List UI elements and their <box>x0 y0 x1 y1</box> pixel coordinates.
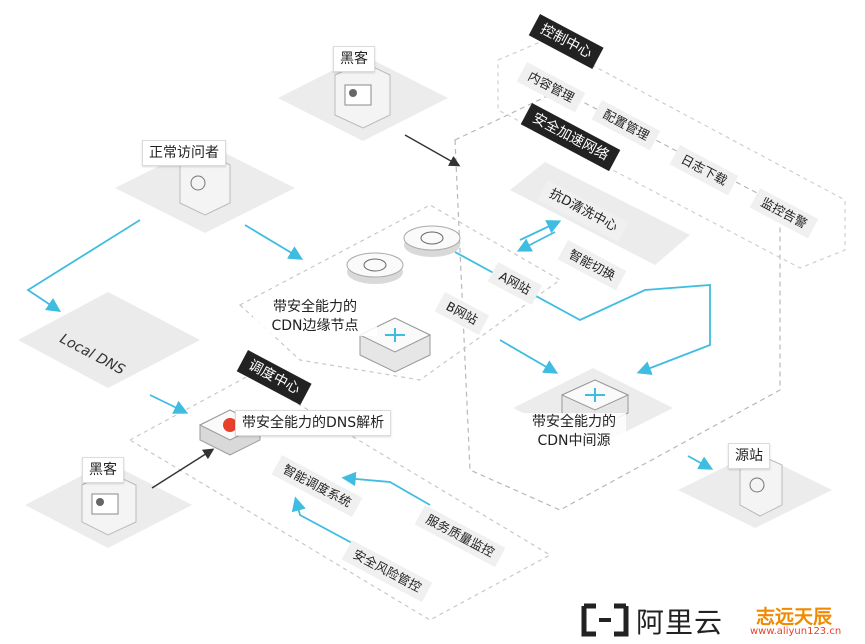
local-dns-platform <box>18 292 200 388</box>
quality-monitor-arrow <box>341 471 431 506</box>
aliyun-logo-icon <box>581 603 629 637</box>
hacker-bottom-label: 黑客 <box>82 457 124 483</box>
hacker-top-attack-arrow <box>404 134 461 167</box>
origin-label: 源站 <box>728 443 770 469</box>
edge-to-mid-origin-arrow <box>499 339 559 374</box>
visitor-to-edge-arrow <box>244 224 304 260</box>
anti-d-switch-arrow-2 <box>519 220 562 241</box>
branding-area: 阿里云 志远天辰 www.aliyun123.cn <box>580 600 860 640</box>
flow-arrows <box>26 219 714 559</box>
partner-name: 志远天辰 <box>756 606 833 628</box>
edge-node-server-icon <box>358 317 432 373</box>
secure-network-region <box>454 89 781 511</box>
dispatch-region <box>128 374 552 621</box>
normal-visitor-label: 正常访问者 <box>142 140 226 166</box>
site-a-disk-icon <box>403 225 461 257</box>
site-a-to-anti-d-arrow <box>454 251 711 375</box>
aliyun-wordmark: 阿里云 <box>636 606 724 639</box>
hacker-bottom-attack-arrow <box>151 448 215 489</box>
anti-d-switch-arrow <box>516 231 556 252</box>
hacker-top-building-icon <box>334 61 391 129</box>
edge-node-label-line1: 带安全能力的 <box>273 299 357 315</box>
hacker-top-label: 黑客 <box>333 46 375 72</box>
mid-origin-label: 带安全能力的 CDN中间源 <box>522 413 626 451</box>
mid-origin-label-line1: 带安全能力的 <box>532 414 616 430</box>
local-dns-to-dns-parse-arrow <box>149 394 189 414</box>
edge-node-label-line2: CDN边缘节点 <box>271 318 359 334</box>
mid-origin-label-line2: CDN中间源 <box>537 433 611 449</box>
edge-node-label: 带安全能力的 CDN边缘节点 <box>253 298 377 336</box>
visitor-to-local-dns-arrow <box>26 219 141 312</box>
site-b-disk-icon <box>346 252 404 284</box>
hacker-bottom-building-icon <box>81 471 137 536</box>
attack-arrows <box>151 134 461 489</box>
partner-url: www.aliyun123.cn <box>750 626 842 637</box>
edge-region <box>238 204 562 381</box>
dns-parse-label: 带安全能力的DNS解析 <box>235 410 392 436</box>
mid-origin-to-origin-arrow <box>687 455 714 470</box>
